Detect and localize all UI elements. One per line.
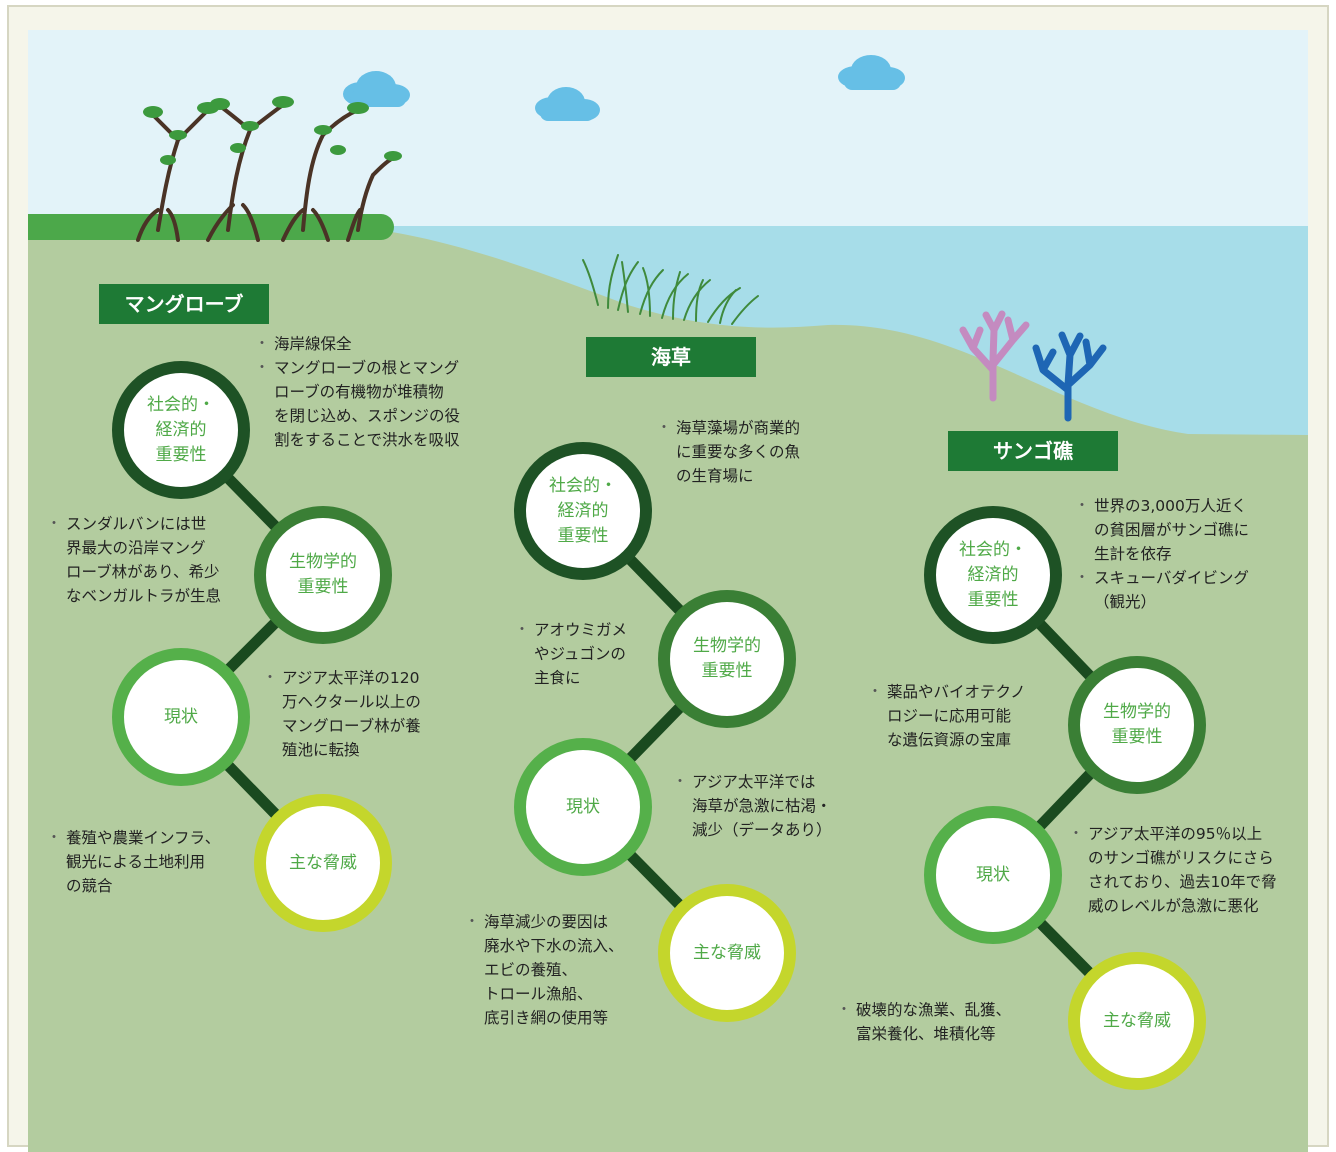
circle-threat-mangrove: 主な脅威	[254, 794, 392, 932]
note-bio-coral: 薬品やバイオテクノ ロジーに応用可能 な遺伝資源の宝庫	[868, 680, 1071, 752]
note-threat-mangrove: 養殖や農業インフラ、 観光による土地利用 の競合	[47, 826, 260, 898]
note-bio-seagrass: アオウミガメ やジュゴンの 主食に	[515, 618, 658, 690]
note-status-mangrove: アジア太平洋の120 万ヘクタール以上の マングローブ林が養 殖池に転換	[263, 666, 476, 762]
note-item: 破壊的な漁業、乱獲、 富栄養化、堆積化等	[837, 998, 1060, 1046]
note-social-mangrove: 海岸線保全 マングローブの根とマング ローブの有機物が堆積物 を閉じ込め、スポン…	[255, 332, 498, 452]
mangrove-leaves	[143, 96, 402, 165]
circle-label: 現状	[566, 796, 600, 817]
note-item: アジア太平洋では 海草が急激に枯渇・ 減少（データあり）	[673, 770, 876, 842]
note-item: スンダルバンには世 界最大の沿岸マング ローブ林があり、希少 なベンガルトラが生…	[47, 512, 260, 608]
note-bio-mangrove: スンダルバンには世 界最大の沿岸マング ローブ林があり、希少 なベンガルトラが生…	[47, 512, 260, 608]
note-item: 海草減少の要因は 廃水や下水の流入、 エビの養殖、 トロール漁船、 底引き網の使…	[465, 910, 668, 1030]
circle-biological-coral: 生物学的 重要性	[1068, 656, 1206, 794]
note-social-seagrass: 海草藻場が商業的 に重要な多くの魚 の生育場に	[657, 416, 860, 488]
note-item: 海岸線保全	[255, 332, 498, 356]
note-item: 世界の3,000万人近く の貧困層がサンゴ礁に 生計を依存	[1075, 494, 1303, 566]
circle-label: 現状	[976, 864, 1010, 885]
note-social-coral: 世界の3,000万人近く の貧困層がサンゴ礁に 生計を依存 スキューバダイビング…	[1075, 494, 1303, 614]
note-threat-seagrass: 海草減少の要因は 廃水や下水の流入、 エビの養殖、 トロール漁船、 底引き網の使…	[465, 910, 668, 1030]
circle-status-mangrove: 現状	[112, 648, 250, 786]
section-title-seagrass: 海草	[586, 337, 756, 377]
note-item: アオウミガメ やジュゴンの 主食に	[515, 618, 658, 690]
note-threat-coral: 破壊的な漁業、乱獲、 富栄養化、堆積化等	[837, 998, 1060, 1046]
circle-label: 生物学的 重要性	[693, 636, 761, 681]
circle-label: 生物学的 重要性	[1103, 702, 1171, 747]
circle-social-economic-seagrass: 社会的・ 経済的 重要性	[514, 442, 652, 580]
note-item: マングローブの根とマング ローブの有機物が堆積物 を閉じ込め、スポンジの役 割を…	[255, 356, 498, 452]
circle-label: 社会的・ 経済的 重要性	[147, 394, 215, 465]
circle-label: 主な脅威	[693, 942, 761, 963]
note-item: 養殖や農業インフラ、 観光による土地利用 の競合	[47, 826, 260, 898]
circle-label: 現状	[164, 706, 198, 727]
cloud-icon	[343, 71, 410, 107]
circle-label: 生物学的 重要性	[289, 552, 357, 597]
seagrass-icon	[582, 254, 759, 325]
circle-biological-mangrove: 生物学的 重要性	[254, 506, 392, 644]
circle-social-economic-mangrove: 社会的・ 経済的 重要性	[112, 361, 250, 499]
note-status-seagrass: アジア太平洋では 海草が急激に枯渇・ 減少（データあり）	[673, 770, 876, 842]
cloud-icon	[838, 55, 905, 90]
circle-biological-seagrass: 生物学的 重要性	[658, 590, 796, 728]
circle-threat-seagrass: 主な脅威	[658, 884, 796, 1022]
coral-icon	[959, 310, 1030, 402]
circle-status-coral: 現状	[924, 806, 1062, 944]
circle-status-seagrass: 現状	[514, 738, 652, 876]
note-item: 海草藻場が商業的 に重要な多くの魚 の生育場に	[657, 416, 860, 488]
coral-icon	[1032, 331, 1107, 422]
infographic: マングローブ 社会的・ 経済的 重要性 生物学的 重要性 現状 主な脅威 海岸線…	[28, 30, 1308, 1152]
cloud-icon	[535, 87, 600, 121]
circle-label: 社会的・ 経済的 重要性	[959, 539, 1027, 610]
note-item: 薬品やバイオテクノ ロジーに応用可能 な遺伝資源の宝庫	[868, 680, 1071, 752]
note-item: スキューバダイビング （観光）	[1075, 566, 1303, 614]
circle-label: 社会的・ 経済的 重要性	[549, 475, 617, 546]
circle-social-economic-coral: 社会的・ 経済的 重要性	[924, 506, 1062, 644]
circle-label: 主な脅威	[289, 852, 357, 873]
note-item: アジア太平洋の120 万ヘクタール以上の マングローブ林が養 殖池に転換	[263, 666, 476, 762]
circle-label: 主な脅威	[1103, 1010, 1171, 1031]
section-title-coral-reef: サンゴ礁	[948, 431, 1118, 471]
note-item: アジア太平洋の95％以上 のサンゴ礁がリスクにさら されており、過去10年で脅 …	[1069, 822, 1308, 918]
note-status-coral: アジア太平洋の95％以上 のサンゴ礁がリスクにさら されており、過去10年で脅 …	[1069, 822, 1308, 918]
section-title-mangrove: マングローブ	[99, 284, 269, 324]
circle-threat-coral: 主な脅威	[1068, 952, 1206, 1090]
